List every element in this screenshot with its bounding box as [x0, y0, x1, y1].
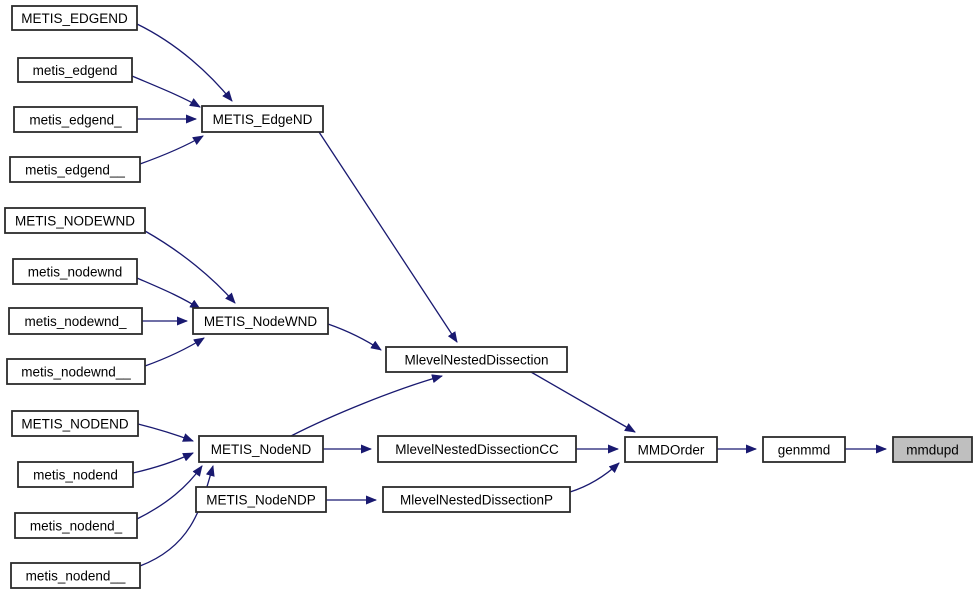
- node-metis_edgend_[interactable]: metis_edgend_: [13, 106, 138, 133]
- node-box-metis_nodend_[interactable]: [14, 512, 138, 539]
- edge-MlevelNestedDissection-to-MMDOrder: [530, 371, 636, 433]
- node-box-metis_edgend__[interactable]: [9, 156, 141, 183]
- node-label-METIS_EdgeND: METIS_EdgeND: [213, 112, 313, 127]
- node-genmmd[interactable]: genmmd: [762, 436, 846, 463]
- node-label-METIS_NODEWND: METIS_NODEWND: [15, 213, 135, 228]
- node-box-metis_nodewnd_[interactable]: [8, 307, 143, 335]
- node-MlevelNestedDissection[interactable]: MlevelNestedDissection: [385, 346, 568, 373]
- node-box-METIS_NodeND[interactable]: [198, 435, 324, 463]
- node-box-MMDOrder[interactable]: [624, 436, 718, 463]
- edge-metis_nodend__-to-METIS_NodeND: [139, 465, 215, 567]
- node-MlevelNestedDissectionCC[interactable]: MlevelNestedDissectionCC: [377, 435, 577, 463]
- node-metis_nodewnd__[interactable]: metis_nodewnd__: [6, 358, 146, 385]
- node-label-metis_edgend_: metis_edgend_: [29, 112, 122, 127]
- node-box-metis_nodewnd__[interactable]: [6, 358, 146, 385]
- edge-metis_nodend-to-METIS_NodeND: [132, 452, 194, 474]
- node-box-METIS_NodeWND[interactable]: [192, 307, 329, 335]
- node-METIS_NodeNDP[interactable]: METIS_NodeNDP: [195, 486, 327, 513]
- edge-METIS_NODEND-to-METIS_NodeND: [137, 423, 194, 442]
- node-MlevelNestedDissectionP[interactable]: MlevelNestedDissectionP: [382, 486, 571, 513]
- node-label-METIS_NodeWND: METIS_NodeWND: [204, 314, 318, 329]
- node-box-metis_edgend[interactable]: [17, 57, 133, 83]
- node-label-metis_nodend: metis_nodend: [33, 467, 118, 482]
- node-box-genmmd[interactable]: [762, 436, 846, 463]
- node-label-METIS_NODEND: METIS_NODEND: [21, 416, 129, 431]
- nodes-layer: METIS_EDGEND metis_edgend metis_edgend_met…: [4, 5, 973, 589]
- node-metis_nodewnd_[interactable]: metis_nodewnd_: [8, 307, 143, 335]
- node-label-metis_nodewnd_: metis_nodewnd_: [24, 314, 127, 329]
- node-label-metis_nodewnd__: metis_nodewnd__: [21, 364, 131, 379]
- node-label-metis_nodend__: metis_nodend__: [26, 568, 126, 583]
- edge-METIS_NodeND-to-MlevelNestedDissection: [290, 374, 443, 437]
- node-box-METIS_NodeNDP[interactable]: [195, 486, 327, 513]
- node-label-MlevelNestedDissectionP: MlevelNestedDissectionP: [400, 492, 553, 507]
- node-label-metis_nodewnd: metis_nodewnd: [28, 264, 123, 279]
- node-mmdupd[interactable]: mmdupd: [892, 436, 973, 463]
- edge-MlevelNestedDissectionP-to-MMDOrder: [569, 462, 620, 493]
- edge-METIS_EdgeND-to-MlevelNestedDissection: [318, 131, 458, 343]
- node-label-METIS_EDGEND: METIS_EDGEND: [21, 11, 128, 26]
- node-metis_edgend__[interactable]: metis_edgend__: [9, 156, 141, 183]
- edge-metis_edgend__-to-METIS_EdgeND: [139, 135, 204, 165]
- node-label-metis_nodend_: metis_nodend_: [30, 518, 123, 533]
- node-METIS_NodeND[interactable]: METIS_NodeND: [198, 435, 324, 463]
- node-METIS_NodeWND[interactable]: METIS_NodeWND: [192, 307, 329, 335]
- node-metis_nodewnd[interactable]: metis_nodewnd: [12, 258, 138, 285]
- node-label-METIS_NodeND: METIS_NodeND: [211, 442, 312, 457]
- node-metis_nodend__[interactable]: metis_nodend__: [10, 562, 141, 589]
- edge-metis_nodewnd-to-METIS_NodeWND: [136, 277, 201, 310]
- node-box-METIS_EDGEND[interactable]: [11, 5, 138, 31]
- edges-layer: [131, 23, 887, 567]
- node-label-METIS_NodeNDP: METIS_NodeNDP: [206, 492, 316, 507]
- node-box-METIS_EdgeND[interactable]: [201, 105, 324, 133]
- edge-METIS_EDGEND-to-METIS_EdgeND: [136, 23, 233, 102]
- edge-METIS_NodeWND-to-MlevelNestedDissection: [327, 323, 382, 351]
- node-label-genmmd: genmmd: [778, 442, 831, 457]
- node-METIS_NODEWND[interactable]: METIS_NODEWND: [4, 207, 146, 234]
- node-box-metis_edgend_[interactable]: [13, 106, 138, 133]
- node-box-MlevelNestedDissectionCC[interactable]: [377, 435, 577, 463]
- node-label-MlevelNestedDissection: MlevelNestedDissection: [404, 352, 548, 367]
- node-label-MlevelNestedDissectionCC: MlevelNestedDissectionCC: [395, 442, 559, 457]
- node-metis_nodend[interactable]: metis_nodend: [17, 461, 134, 488]
- node-metis_nodend_[interactable]: metis_nodend_: [14, 512, 138, 539]
- node-box-MlevelNestedDissectionP[interactable]: [382, 486, 571, 513]
- edge-METIS_NODEWND-to-METIS_NodeWND: [144, 230, 236, 304]
- node-box-metis_nodewnd[interactable]: [12, 258, 138, 285]
- node-box-METIS_NODEND[interactable]: [11, 410, 139, 437]
- node-label-metis_edgend__: metis_edgend__: [25, 162, 125, 177]
- edge-metis_nodewnd__-to-METIS_NodeWND: [144, 337, 205, 367]
- node-box-metis_nodend[interactable]: [17, 461, 134, 488]
- node-METIS_EdgeND[interactable]: METIS_EdgeND: [201, 105, 324, 133]
- node-box-mmdupd[interactable]: [892, 436, 973, 463]
- edge-metis_edgend-to-METIS_EdgeND: [131, 75, 201, 108]
- node-label-mmdupd: mmdupd: [906, 442, 959, 457]
- node-METIS_NODEND[interactable]: METIS_NODEND: [11, 410, 139, 437]
- node-box-METIS_NODEWND[interactable]: [4, 207, 146, 234]
- node-MMDOrder[interactable]: MMDOrder: [624, 436, 718, 463]
- node-label-MMDOrder: MMDOrder: [638, 442, 705, 457]
- node-metis_edgend[interactable]: metis_edgend: [17, 57, 133, 83]
- node-box-metis_nodend__[interactable]: [10, 562, 141, 589]
- node-METIS_EDGEND[interactable]: METIS_EDGEND: [11, 5, 138, 31]
- node-box-MlevelNestedDissection[interactable]: [385, 346, 568, 373]
- node-label-metis_edgend: metis_edgend: [33, 63, 118, 78]
- edge-metis_nodend_-to-METIS_NodeND: [136, 465, 203, 520]
